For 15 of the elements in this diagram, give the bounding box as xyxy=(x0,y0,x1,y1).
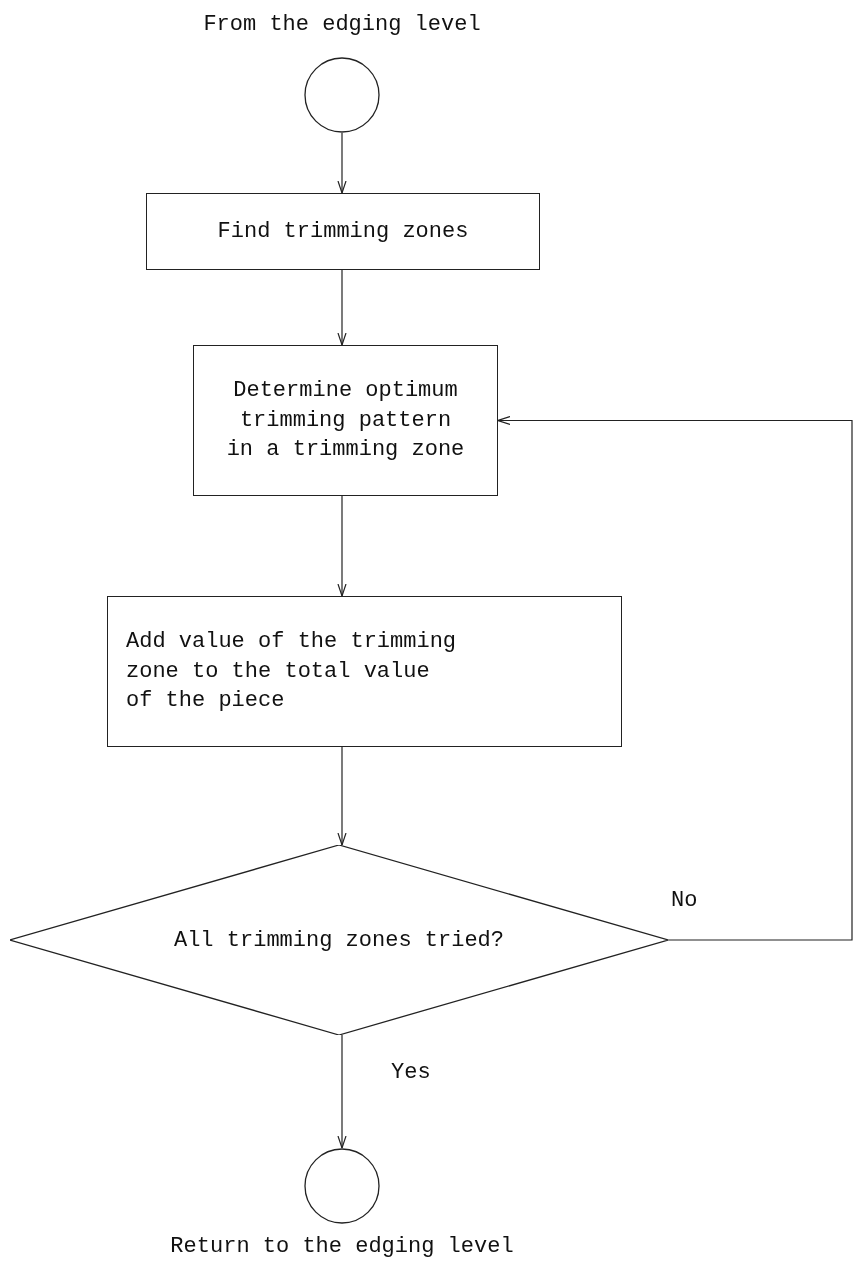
process-text: Add value of the trimming zone to the total value of the piece xyxy=(126,627,458,716)
process-text: Find trimming zones xyxy=(217,217,469,246)
node-label: From the edging level xyxy=(203,12,481,37)
arrow xyxy=(337,746,347,846)
arrow xyxy=(337,132,347,194)
process-text: Determine optimum trimming pattern in a trimming zone xyxy=(225,376,466,465)
process-box xyxy=(107,596,622,747)
decision-text: All trimming zones tried? xyxy=(173,927,505,953)
arrow xyxy=(497,415,853,941)
node-label: Return to the edging level xyxy=(170,1234,514,1259)
arrow xyxy=(337,269,347,346)
arrow xyxy=(337,1034,347,1149)
process-box xyxy=(193,345,498,496)
arrow xyxy=(337,495,347,597)
process-box xyxy=(146,193,540,270)
